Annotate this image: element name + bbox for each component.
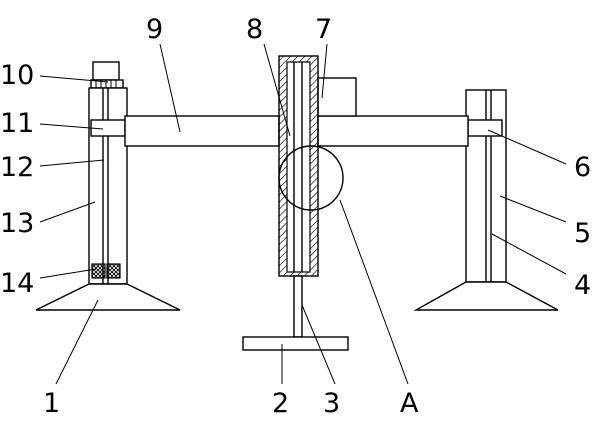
leader-lines	[39, 43, 567, 385]
callout-6: 6	[574, 152, 591, 183]
callout-14: 14	[0, 268, 34, 299]
lower-shaft	[293, 275, 303, 338]
callout-2: 2	[272, 388, 289, 419]
left-base	[35, 283, 181, 311]
callout-labels: 1 2 3 4 5 6 7 8 9 10 11 12 13 14 A	[0, 14, 591, 419]
right-base	[413, 281, 559, 311]
right-column-assembly	[413, 89, 559, 311]
left-column-assembly	[35, 61, 181, 311]
callout-9: 9	[146, 14, 163, 45]
horizontal-beam-left	[124, 115, 280, 147]
callout-4: 4	[574, 270, 591, 301]
foot-plate	[242, 336, 349, 351]
detail-circle-a	[278, 145, 344, 211]
callout-13: 13	[0, 208, 34, 239]
callout-12: 12	[0, 152, 34, 183]
horizontal-beam-right	[317, 115, 469, 147]
left-bearing-2	[106, 263, 121, 279]
callout-11: 11	[0, 108, 34, 139]
callout-8: 8	[246, 14, 263, 45]
callout-10: 10	[0, 60, 34, 91]
central-sleeve	[278, 55, 319, 277]
callout-3: 3	[323, 388, 340, 419]
left-bearing-1	[91, 263, 106, 279]
callout-a: A	[400, 388, 419, 419]
top-motor	[92, 61, 120, 81]
callout-7: 7	[315, 14, 332, 45]
callout-5: 5	[574, 218, 591, 249]
callout-1: 1	[43, 388, 60, 419]
